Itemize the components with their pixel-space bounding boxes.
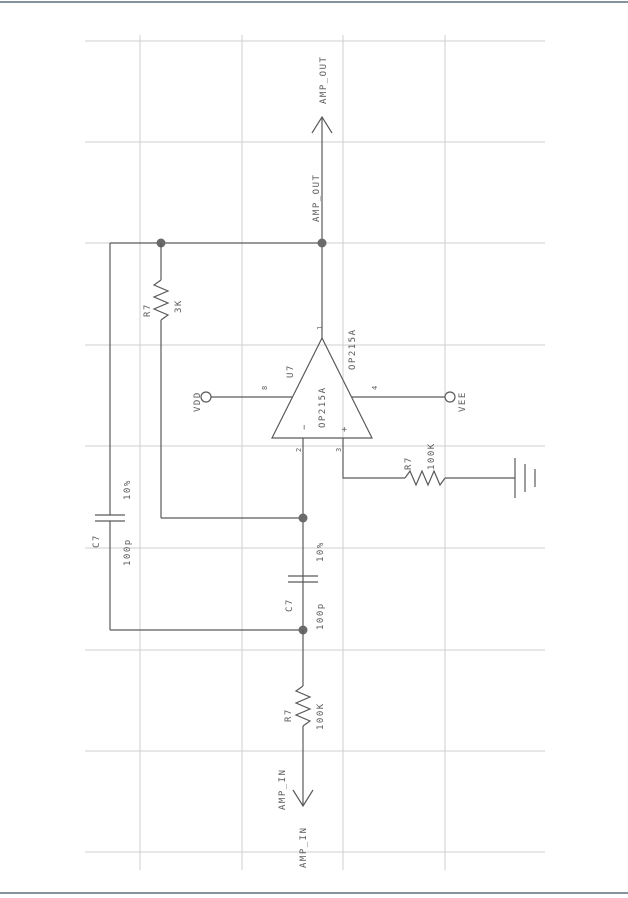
input-resistor-value: 100K	[316, 702, 326, 730]
input-net-label-side: AMP_IN	[278, 768, 288, 810]
opamp-pin-noninv: 3	[335, 448, 343, 452]
feedback-wiring	[161, 513, 308, 523]
opamp-pin-inv: 2	[295, 448, 303, 452]
opamp-part-top: OP215A	[348, 328, 358, 370]
bias-resistor-value: 100K	[427, 442, 437, 470]
feedback-resistor	[152, 243, 170, 518]
vdd-label: VDD	[193, 391, 203, 412]
outer-capacitor	[95, 243, 125, 630]
opamp-pin-vee: 4	[371, 386, 379, 390]
input-resistor-ref: R7	[284, 708, 294, 722]
opamp-plus-sign: +	[340, 425, 350, 432]
bias-resistor	[404, 469, 515, 487]
input-arrow	[292, 789, 314, 808]
inner-capacitor	[288, 575, 318, 583]
vee-label: VEE	[458, 391, 468, 412]
grid	[85, 35, 545, 870]
opamp-part-inside: OP215A	[318, 386, 328, 428]
ground-symbol	[514, 458, 536, 498]
opamp-symbol	[200, 336, 456, 630]
inner-capacitor-value: 100p	[316, 602, 326, 630]
output-net	[110, 115, 333, 338]
bias-resistor-ref: R7	[404, 456, 414, 470]
feedback-resistor-value: 3K	[174, 299, 184, 313]
output-net-label-side: AMP_OUT	[312, 174, 322, 222]
opamp-pin-out: 1	[316, 326, 324, 330]
output-arrow	[311, 115, 333, 134]
input-resistor-zigzag	[294, 685, 312, 727]
junction-output	[317, 238, 327, 248]
output-net-label-top: AMP_OUT	[319, 56, 329, 104]
input-resistor	[294, 685, 312, 806]
outer-capacitor-ref: C7	[92, 534, 102, 548]
vee-terminal	[444, 391, 456, 403]
outer-capacitor-tolerance: 10%	[123, 479, 133, 500]
input-node-wiring	[110, 625, 308, 686]
input-net-label-bottom: AMP_IN	[299, 826, 309, 868]
feedback-resistor-zigzag	[152, 279, 170, 321]
feedback-resistor-ref: R7	[143, 303, 153, 317]
bias-resistor-zigzag	[404, 469, 446, 487]
opamp-pin-vdd: 8	[261, 386, 269, 390]
opamp-triangle	[271, 336, 373, 439]
outer-capacitor-value: 100p	[123, 538, 133, 566]
inner-capacitor-tolerance: 10%	[316, 541, 326, 562]
junction-feedback-node	[298, 513, 308, 523]
opamp-minus-sign: −	[300, 423, 310, 430]
vdd-terminal	[200, 391, 212, 403]
inner-capacitor-ref: C7	[285, 598, 295, 612]
opamp-ref: U7	[286, 364, 296, 378]
